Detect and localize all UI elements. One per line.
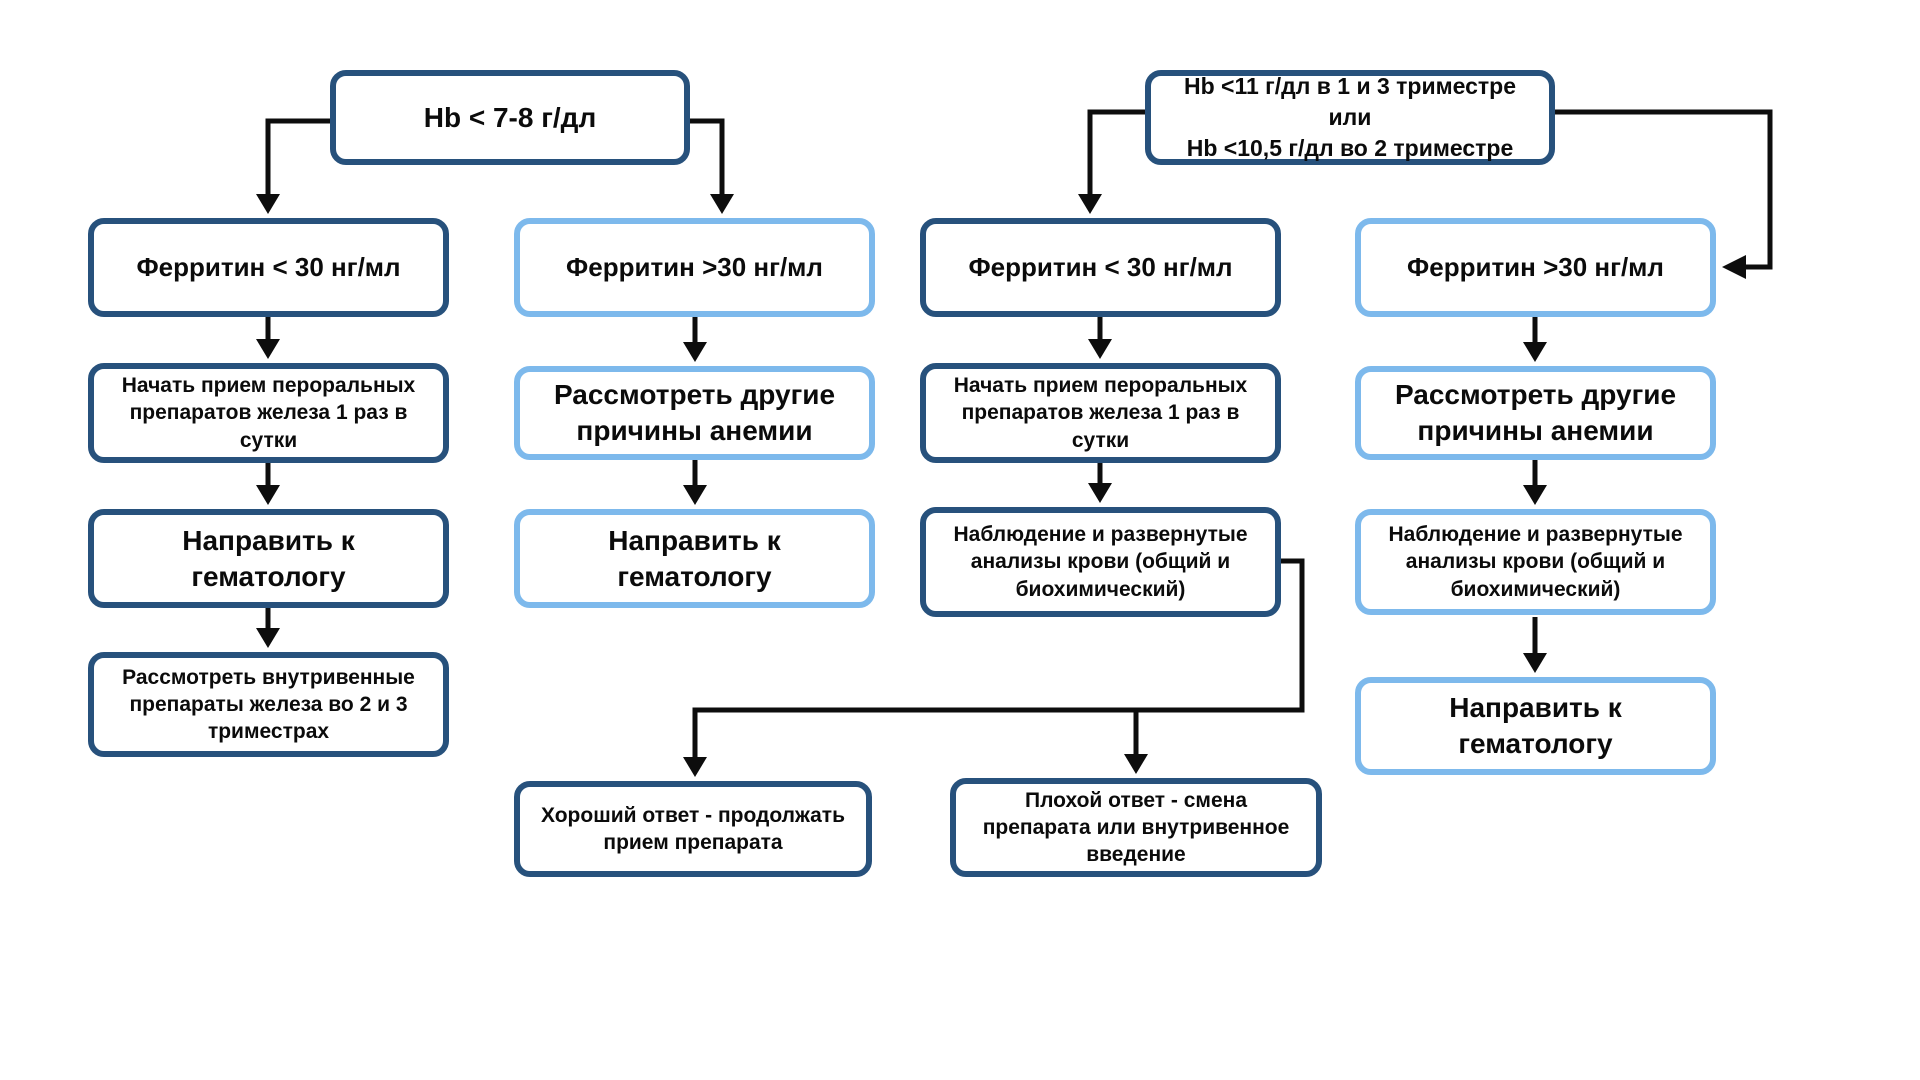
connector-hb-preg-to-ferritin-high bbox=[1555, 109, 1773, 279]
node-other-causes-right: Рассмотреть другие причины анемии bbox=[1355, 366, 1716, 460]
node-bad-response: Плохой ответ - смена препарата или внутр… bbox=[950, 778, 1322, 877]
connector-hb-low-to-ferritin-high bbox=[690, 118, 734, 214]
node-oral-iron-left: Начать прием пероральных препаратов желе… bbox=[88, 363, 449, 463]
node-other-causes-left: Рассмотреть другие причины анемии bbox=[514, 366, 875, 460]
connector-col2-arrows bbox=[683, 317, 707, 505]
connector-col1-arrows bbox=[256, 317, 280, 648]
connector-monitoring-to-responses bbox=[683, 558, 1305, 777]
node-ferritin-low-right: Ферритин < 30 нг/мл bbox=[920, 218, 1281, 317]
node-hb-pregnancy: Hb <11 г/дл в 1 и 3 триместре или Hb <10… bbox=[1145, 70, 1555, 165]
node-good-response: Хороший ответ - продолжать прием препара… bbox=[514, 781, 872, 877]
connector-col4-arrows bbox=[1523, 317, 1547, 673]
node-hb-low: Hb < 7-8 г/дл bbox=[330, 70, 690, 165]
node-ferritin-low-left: Ферритин < 30 нг/мл bbox=[88, 218, 449, 317]
node-monitoring-left: Наблюдение и развернутые анализы крови (… bbox=[920, 507, 1281, 617]
node-ferritin-high-left: Ферритин >30 нг/мл bbox=[514, 218, 875, 317]
node-hematologist-right: Направить к гематологу bbox=[1355, 677, 1716, 775]
connector-col3-arrows bbox=[1088, 317, 1112, 503]
node-monitoring-right: Наблюдение и развернутые анализы крови (… bbox=[1355, 509, 1716, 615]
node-hematologist-mid: Направить к гематологу bbox=[514, 509, 875, 608]
connector-hb-preg-to-ferritin-low bbox=[1078, 109, 1145, 214]
node-oral-iron-right: Начать прием пероральных препаратов желе… bbox=[920, 363, 1281, 463]
node-ferritin-high-right: Ферритин >30 нг/мл bbox=[1355, 218, 1716, 317]
connector-hb-low-to-ferritin-low bbox=[256, 118, 330, 214]
node-iv-iron: Рассмотреть внутривенные препараты желез… bbox=[88, 652, 449, 757]
node-hematologist-left: Направить к гематологу bbox=[88, 509, 449, 608]
